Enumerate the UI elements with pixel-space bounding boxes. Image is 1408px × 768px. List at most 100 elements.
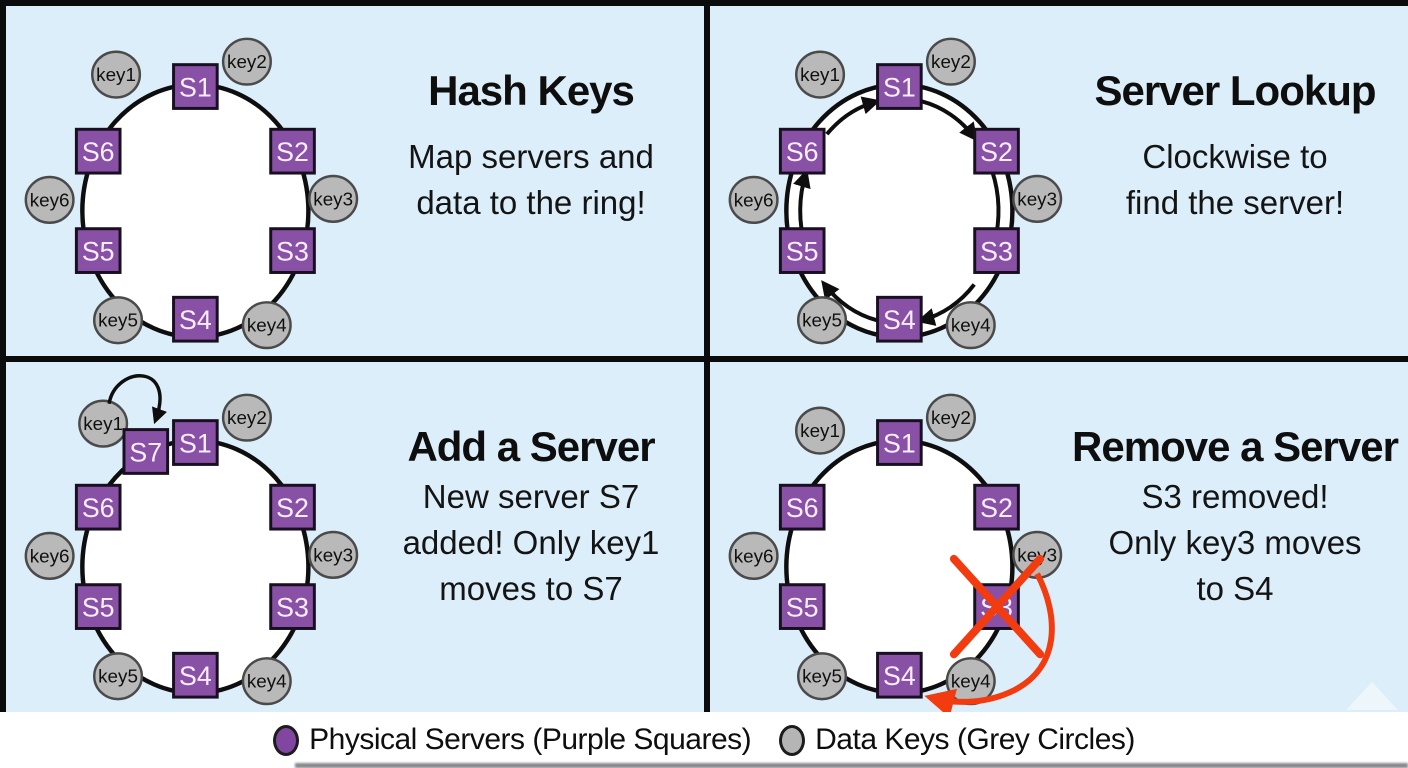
key-key6: key6 [728,531,779,581]
legend: Physical Servers (Purple Squares) Data K… [0,712,1408,768]
server-S6: S6 [74,483,122,531]
svg-text:key1: key1 [800,420,840,441]
key-key6: key6 [24,175,75,225]
svg-text:key6: key6 [734,189,774,210]
key3-to-s4-arrow [924,572,1055,712]
svg-text:S2: S2 [980,493,1013,523]
server-S1: S1 [172,63,219,110]
svg-text:S1: S1 [179,73,212,103]
server-S6: S6 [778,483,826,531]
panel-title: Add a Server [407,422,655,470]
legend-label: Physical Servers (Purple Squares) [309,723,752,756]
svg-text:S4: S4 [179,661,212,691]
svg-text:S6: S6 [82,493,115,523]
server-S4: S4 [876,651,923,699]
svg-text:S1: S1 [179,429,212,459]
server-S4: S4 [172,651,219,699]
server-S2: S2 [973,127,1020,175]
key-key3: key3 [1012,530,1063,580]
clockwise-arrow [916,283,976,326]
svg-text:key6: key6 [30,189,70,210]
svg-text:key5: key5 [802,666,842,687]
panel-description: S3 removed! Only key3 moves to S4 [1108,478,1362,607]
clockwise-arrow [921,99,978,142]
key-key2: key2 [925,393,976,442]
svg-text:key4: key4 [951,315,991,336]
svg-text:key5: key5 [98,666,138,687]
svg-text:key1: key1 [96,64,136,85]
legend-label: Data Keys (Grey Circles) [815,723,1135,756]
server-S7: S7 [122,428,170,475]
server-S5: S5 [778,227,826,274]
key-key6: key6 [24,531,75,581]
svg-text:S6: S6 [82,137,115,167]
key-key4: key4 [945,301,996,350]
svg-text:key1: key1 [83,413,123,434]
removed-server-cross [949,554,1045,659]
key-key1: key1 [78,399,129,448]
svg-text:S1: S1 [883,73,916,103]
panel-description: New server S7 added! Only key1 moves to … [402,478,660,607]
key-key5: key5 [93,296,144,345]
key-key4: key4 [241,657,292,706]
legend-item-keys: Data Keys (Grey Circles) [779,723,1135,757]
svg-text:S3: S3 [276,593,309,623]
svg-text:S5: S5 [786,237,819,267]
server-S2: S2 [973,483,1020,531]
key-key3: key3 [308,174,359,224]
svg-text:key1: key1 [800,64,840,85]
legend-item-servers: Physical Servers (Purple Squares) [273,723,752,757]
svg-text:key2: key2 [931,51,971,72]
svg-text:key3: key3 [1017,188,1057,209]
svg-text:S5: S5 [82,593,115,623]
svg-text:key4: key4 [247,315,287,336]
svg-text:key4: key4 [951,671,991,692]
svg-text:key5: key5 [802,310,842,331]
server-S4: S4 [172,295,219,343]
key1-to-s7-arrow [107,374,168,425]
svg-text:key2: key2 [227,407,267,428]
key-key3: key3 [308,530,359,580]
svg-text:S4: S4 [179,305,212,335]
key-key1: key1 [91,50,142,99]
server-S1: S1 [172,419,219,466]
clockwise-arrow [821,280,878,323]
server-S4: S4 [876,295,923,343]
server-S2: S2 [269,127,316,175]
server-S1: S1 [876,419,923,466]
server-S3: S3 [269,227,316,274]
svg-text:S6: S6 [786,493,819,523]
key-key5: key5 [797,652,848,701]
key-key5: key5 [797,296,848,345]
svg-text:key3: key3 [313,544,353,565]
svg-text:key4: key4 [247,671,287,692]
svg-text:S3: S3 [980,237,1013,267]
grey-circle-icon [779,724,806,756]
clockwise-arrow [825,96,881,136]
panel-title: Remove a Server [1072,422,1399,470]
server-S5: S5 [74,227,122,274]
watermark-triangle [1346,682,1398,710]
server-S6: S6 [74,127,122,175]
svg-text:key5: key5 [98,310,138,331]
svg-text:key6: key6 [734,545,774,566]
svg-text:S4: S4 [883,305,916,335]
svg-text:key3: key3 [1017,544,1057,565]
svg-text:S2: S2 [276,493,309,523]
svg-text:S3: S3 [276,237,309,267]
key-key3: key3 [1012,174,1063,224]
key-key4: key4 [945,657,996,706]
key-key4: key4 [241,301,292,350]
server-S6: S6 [778,127,826,175]
key-key1: key1 [795,50,846,99]
panel-title: Hash Keys [428,66,635,114]
svg-text:S5: S5 [82,237,115,267]
svg-text:S4: S4 [883,661,916,691]
server-S5: S5 [778,583,826,630]
